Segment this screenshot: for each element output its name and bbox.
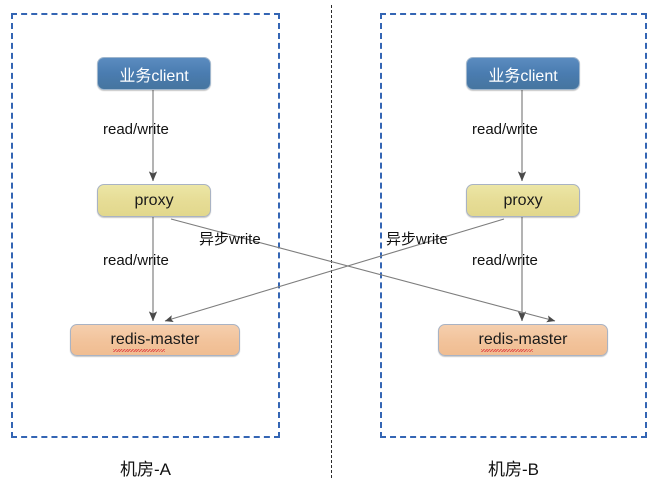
node-proxy-b[interactable]: proxy xyxy=(466,184,580,217)
node-client-b[interactable]: 业务client xyxy=(466,57,580,90)
node-proxy-b-label: proxy xyxy=(503,191,543,209)
edge-label-b-client-proxy: read/write xyxy=(472,121,538,138)
node-client-a-label: 业务client xyxy=(119,67,189,85)
node-redis-master-a-label: redis-master xyxy=(110,331,200,352)
node-client-a[interactable]: 业务client xyxy=(97,57,211,90)
edge-label-a-proxy-redis: read/write xyxy=(103,252,169,269)
edge-label-a-client-proxy: read/write xyxy=(103,121,169,138)
node-proxy-a[interactable]: proxy xyxy=(97,184,211,217)
node-client-b-label: 业务client xyxy=(488,67,558,85)
node-redis-master-a[interactable]: redis-master xyxy=(70,324,240,356)
edge-label-b-proxy-redis: read/write xyxy=(472,252,538,269)
zone-caption-b: 机房-B xyxy=(488,460,539,479)
node-proxy-a-label: proxy xyxy=(134,191,174,209)
zone-caption-a: 机房-A xyxy=(120,460,171,479)
node-redis-master-b[interactable]: redis-master xyxy=(438,324,608,356)
edge-label-async-write-a: 异步write xyxy=(199,231,261,248)
node-redis-master-b-label: redis-master xyxy=(478,331,568,352)
datacenter-divider xyxy=(331,5,332,478)
edge-label-async-write-b: 异步write xyxy=(386,231,448,248)
